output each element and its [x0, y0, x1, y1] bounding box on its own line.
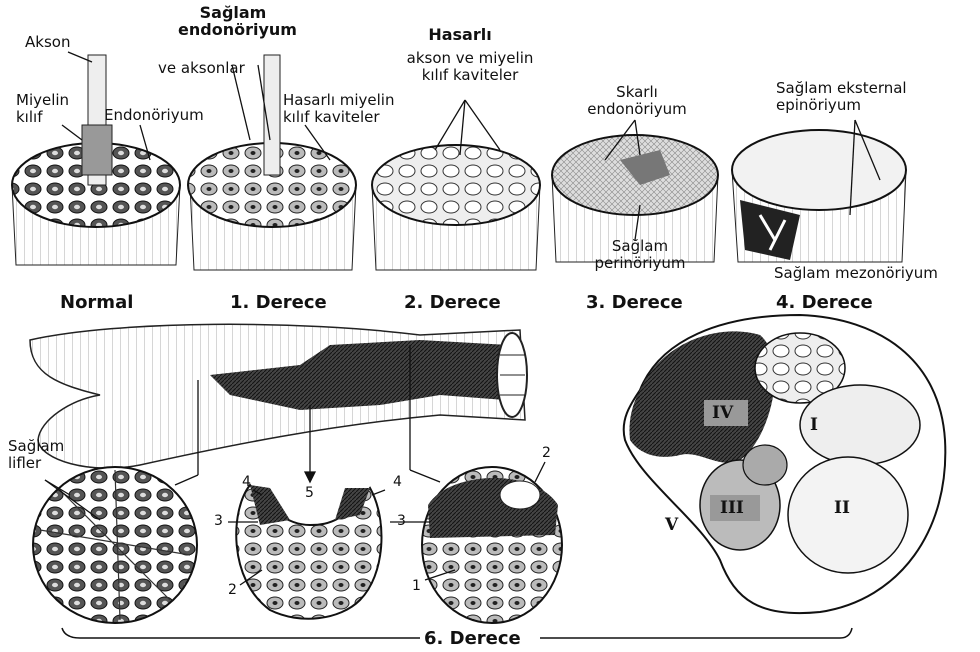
num-4-right: 4	[393, 474, 402, 490]
label-saglam-mezonoriyum: Sağlam mezonöriyum	[774, 265, 938, 282]
long-nerve	[30, 324, 527, 468]
label-skarli-endonoriyum: Skarlı endonöriyum	[582, 84, 692, 118]
num-3-right: 3	[397, 513, 406, 529]
normal-cylinder	[12, 55, 180, 265]
caption-degree-3: 3. Derece	[586, 292, 683, 313]
roman-iv: IV	[712, 403, 733, 423]
label-miyelin-kilif: Miyelin kılıf	[16, 92, 69, 126]
caption-normal: Normal	[60, 292, 133, 313]
caption-degree-6: 6. Derece	[424, 628, 521, 649]
cross-section-healthy	[33, 467, 197, 623]
label-akson: Akson	[25, 34, 70, 51]
cross-section-partial-1	[236, 485, 381, 619]
degree2-cylinder	[372, 145, 540, 270]
label-saglam-lifler: Sağlam lifler	[8, 438, 64, 472]
caption-degree-1: 1. Derece	[230, 292, 327, 313]
large-cross-section	[624, 315, 946, 613]
label-saglam-endonoriyum: Sağlam endonöriyum	[178, 4, 288, 38]
label-hasarli-miyelin: Hasarlı miyelin kılıf kaviteler	[283, 92, 394, 126]
roman-iii: III	[720, 498, 744, 518]
label-hasarli-title: Hasarlı	[420, 26, 500, 43]
num-4-left: 4	[242, 474, 251, 490]
label-endonoriyum: Endonöriyum	[104, 107, 204, 124]
label-akson-ve-miyelin: akson ve miyelin kılıf kaviteler	[395, 50, 545, 84]
label-saglam-perinoriyum: Sağlam perinöriyum	[585, 238, 695, 272]
roman-i: I	[810, 415, 818, 435]
roman-v: V	[665, 515, 678, 535]
num-2-left: 2	[228, 582, 237, 598]
cross-section-partial-2	[422, 467, 562, 623]
num-1: 1	[412, 578, 421, 594]
degree1-cylinder	[188, 55, 356, 270]
num-2-right: 2	[542, 445, 551, 461]
caption-degree-4: 4. Derece	[776, 292, 873, 313]
num-3-left: 3	[214, 513, 223, 529]
label-ve-aksonlar: ve aksonlar	[158, 60, 245, 77]
label-saglam-eksternal: Sağlam eksternal epinöriyum	[776, 80, 907, 114]
num-5: 5	[305, 485, 314, 501]
roman-ii: II	[834, 498, 850, 518]
caption-degree-2: 2. Derece	[404, 292, 501, 313]
degree4-cylinder	[732, 130, 906, 262]
